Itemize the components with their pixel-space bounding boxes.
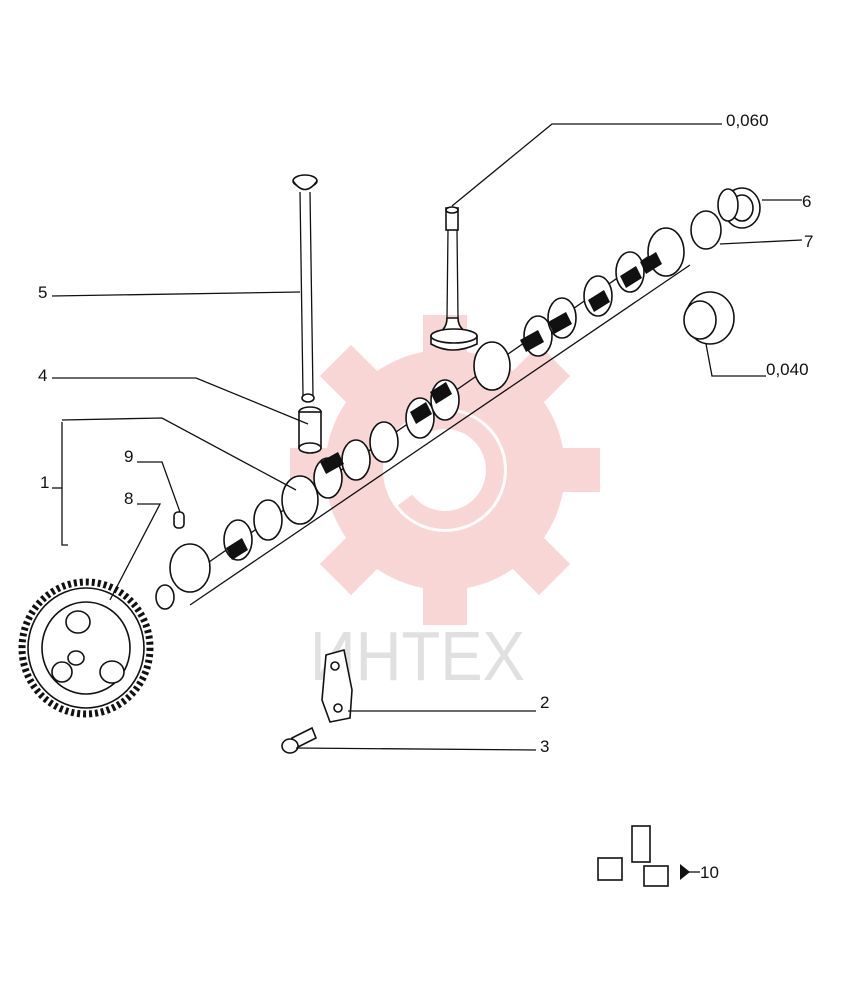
callout-4: 4: [38, 366, 47, 385]
o-ring-part: [690, 210, 722, 250]
repair-kit-part: [597, 825, 690, 887]
callout-6: 6: [802, 192, 811, 211]
callout-8: 8: [124, 489, 133, 508]
callout-9: 9: [124, 447, 133, 466]
callout-1: 1: [40, 473, 49, 492]
watermark-gear-logo: [290, 315, 600, 625]
bushing-part: [717, 187, 761, 229]
callout-0060: 0,060: [726, 111, 769, 130]
oversize-bushing-part: [683, 291, 735, 345]
dowel-pin-part: [173, 511, 185, 529]
pushrod-part: [292, 174, 318, 403]
callout-7: 7: [804, 232, 813, 251]
callout-0040: 0,040: [766, 360, 809, 379]
bolt-part: [281, 726, 318, 754]
callout-3: 3: [540, 737, 549, 756]
thrust-plate-part: [321, 648, 353, 723]
valve-part: [430, 206, 478, 351]
tappet-part: [298, 406, 322, 454]
callout-10: 10: [700, 863, 719, 882]
camshaft-part: [155, 227, 691, 610]
callout-2: 2: [540, 693, 549, 712]
callout-5: 5: [38, 283, 47, 302]
leader-lines: [51, 123, 803, 873]
cam-gear-part: [18, 578, 154, 718]
